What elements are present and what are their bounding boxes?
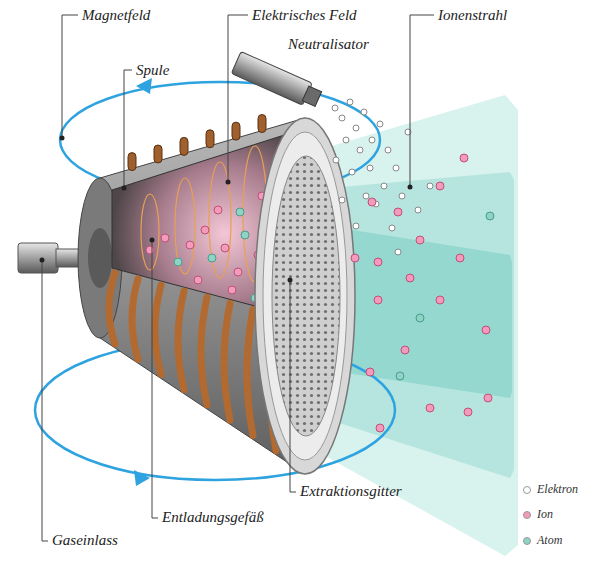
particle <box>221 244 229 252</box>
particle <box>426 404 434 412</box>
part-label: Elektrisches Feld <box>252 7 357 24</box>
legend-swatch <box>523 537 531 545</box>
part-label: Spule <box>136 62 169 79</box>
field-arrow <box>134 470 150 486</box>
particle <box>377 121 383 127</box>
legend-text: Elektron <box>537 482 578 496</box>
magnetic-field <box>35 82 395 480</box>
coil-turn <box>206 130 214 148</box>
particle <box>416 314 424 322</box>
particle <box>394 208 402 216</box>
particle <box>214 206 222 214</box>
particle <box>186 241 194 249</box>
part-label: Magnetfeld <box>82 7 150 24</box>
particle <box>367 165 373 171</box>
legend-swatch <box>523 511 531 519</box>
particle <box>415 207 421 213</box>
particle <box>353 223 359 229</box>
particle <box>349 169 355 175</box>
particle <box>369 137 375 143</box>
legend-text: Atom <box>537 533 562 547</box>
leader-dot <box>40 136 413 283</box>
extraction-grid <box>255 118 355 474</box>
particle <box>416 236 424 244</box>
particle <box>393 165 399 171</box>
particle <box>482 326 490 334</box>
particle <box>339 197 345 203</box>
particle <box>363 193 369 199</box>
coil-turn <box>154 145 162 163</box>
coil-turn <box>258 115 266 133</box>
particle <box>376 424 384 432</box>
coil-turn <box>132 279 138 359</box>
particle <box>406 274 414 282</box>
legend-text: Ion <box>537 507 553 521</box>
particle <box>381 183 387 189</box>
coil-turn <box>109 273 115 344</box>
particle <box>353 125 359 131</box>
particle <box>366 368 374 376</box>
particle <box>484 394 492 402</box>
particle <box>464 408 472 416</box>
coil-turn <box>232 122 240 140</box>
particle <box>374 296 382 304</box>
part-label: Entladungsgefäß <box>162 509 264 526</box>
particle <box>395 249 401 255</box>
particle <box>486 212 494 220</box>
particle <box>385 147 391 153</box>
particle <box>333 157 339 163</box>
particle <box>236 208 244 216</box>
particle <box>161 234 169 242</box>
particle <box>368 198 376 206</box>
part-label: Neutralisator <box>288 36 369 53</box>
particle <box>427 183 433 189</box>
particle <box>436 182 444 190</box>
field-arrow <box>136 78 152 94</box>
part-label: Extraktionsgitter <box>300 483 402 500</box>
coil-turn <box>247 310 253 436</box>
particle <box>201 226 209 234</box>
particle <box>174 258 182 266</box>
beam-particles <box>332 99 494 432</box>
particle <box>456 254 464 262</box>
particle <box>332 105 338 111</box>
coil <box>109 115 276 451</box>
coil-turn <box>224 303 230 420</box>
particle <box>343 137 349 143</box>
neutralizer <box>231 52 323 111</box>
particle <box>234 268 242 276</box>
coil-turn <box>128 153 136 171</box>
particle <box>146 246 154 254</box>
particle <box>208 254 216 262</box>
particle <box>361 109 367 115</box>
particle <box>241 231 249 239</box>
particle <box>401 346 409 354</box>
part-label: Ionenstrahl <box>438 7 507 24</box>
particle <box>194 276 202 284</box>
legend-swatch <box>523 486 531 494</box>
particle <box>347 99 353 105</box>
particle <box>357 147 363 153</box>
particle <box>339 115 345 121</box>
particle <box>389 225 395 231</box>
part-label: Gaseinlass <box>52 532 118 549</box>
coil-turn <box>178 291 184 390</box>
coil-turn <box>155 285 161 374</box>
leader-line <box>42 15 434 541</box>
coil-turn <box>201 297 207 405</box>
particle <box>228 286 236 294</box>
particle <box>399 193 405 199</box>
particle <box>351 254 359 262</box>
particle <box>436 296 444 304</box>
particle <box>396 372 404 380</box>
coil-turn <box>180 137 188 155</box>
particle <box>374 258 382 266</box>
particle <box>460 154 468 162</box>
